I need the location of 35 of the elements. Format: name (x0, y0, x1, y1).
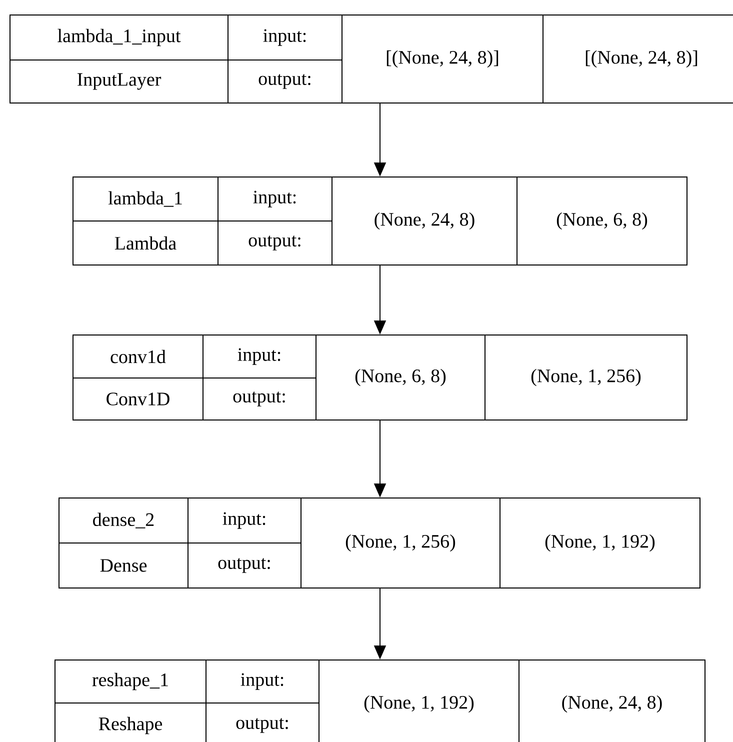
port-label: output: (258, 74, 310, 89)
shape-value: (None, 1, 192) (364, 695, 474, 713)
layer-name: dense_2 (93, 512, 154, 528)
layer-type: InputLayer (77, 73, 162, 90)
port-label: input: (253, 190, 296, 208)
shape-value: (None, 1, 192) (545, 534, 655, 552)
layer-type: Reshape (98, 716, 162, 734)
port-label: output: (248, 236, 300, 250)
shape-value: [(None, 24, 8)] (386, 50, 498, 68)
layer-box (72, 176, 688, 266)
shape-value: (None, 24, 8) (562, 695, 662, 713)
layer-type: Lambda (114, 236, 176, 250)
port-label: input: (222, 512, 266, 529)
shape-value: (None, 1, 256) (531, 368, 641, 386)
layer-type: Conv1D (106, 392, 170, 406)
layer-name: reshape_1 (92, 672, 168, 690)
shape-value: (None, 24, 8) (374, 212, 474, 230)
port-label: output: (236, 718, 288, 733)
port-label: output: (218, 558, 270, 573)
layer-box (58, 498, 700, 588)
layer-box (10, 14, 733, 104)
layer-name: lambda_1_input (58, 28, 181, 46)
port-label: output: (233, 392, 285, 406)
layer-name: conv1d (110, 350, 166, 364)
shape-value: [(None, 24, 8)] (586, 50, 698, 68)
shape-value: (None, 6, 8) (556, 212, 648, 230)
layer-type: Dense (100, 559, 147, 572)
port-label: input: (263, 29, 306, 46)
layer-box (54, 660, 706, 742)
port-label: input: (240, 673, 284, 690)
port-label: input: (238, 348, 280, 365)
shape-value: (None, 6, 8) (355, 368, 446, 386)
layer-box (72, 334, 688, 420)
layer-name: lambda_1 (108, 191, 182, 207)
shape-value: (None, 1, 256) (346, 534, 456, 552)
